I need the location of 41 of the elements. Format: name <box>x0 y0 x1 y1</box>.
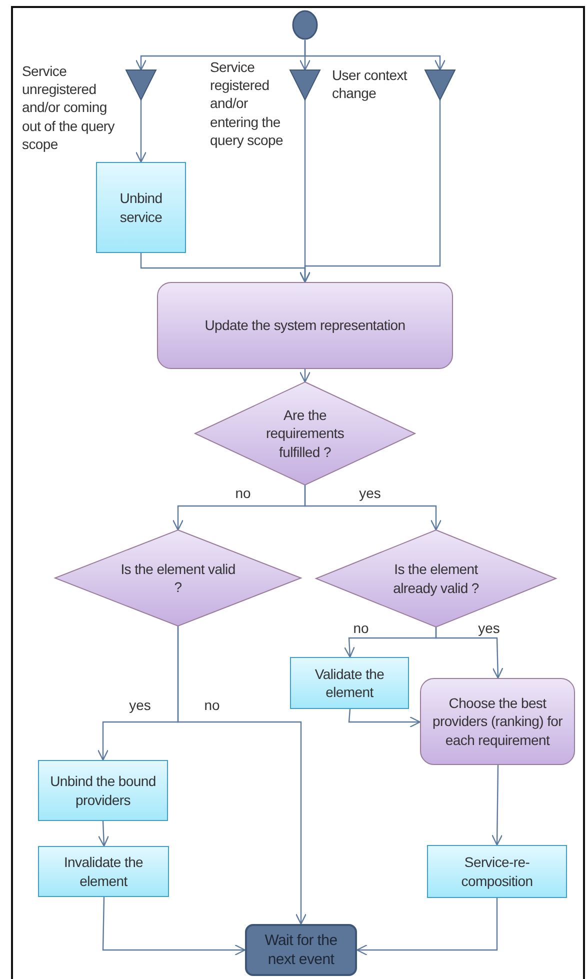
connector-arrow <box>356 898 498 956</box>
event-label: User context change <box>332 66 408 102</box>
node-text: Invalidate the element <box>62 853 144 890</box>
connector-arrow <box>299 100 441 283</box>
event-triangle <box>126 70 156 100</box>
node-text: Wait for the next event <box>264 930 338 970</box>
node-text: Update the system representation <box>204 316 406 335</box>
connector-arrow <box>348 708 421 728</box>
event-label: Service registered and/or entering the query scope <box>210 58 284 149</box>
connector-arrow <box>299 369 311 383</box>
node-text: Choose the best providers (ranking) for each requirement <box>431 694 564 749</box>
decision-diamond <box>195 382 415 485</box>
action-box <box>96 162 186 253</box>
connector-arrow <box>177 626 307 925</box>
node-text: Is the element already valid ? <box>392 560 480 597</box>
node-text: Are the requirements fulfilled ? <box>264 406 346 461</box>
action-box <box>427 845 567 898</box>
connector-arrow <box>135 100 147 163</box>
connector-arrow <box>435 627 504 679</box>
node-text: Is the element valid ? <box>120 560 236 596</box>
process-box <box>157 282 453 369</box>
event-triangle <box>290 70 320 100</box>
connector-arrow <box>492 765 503 846</box>
connector-arrow <box>304 485 442 531</box>
action-box <box>290 657 409 709</box>
end-box <box>245 924 357 976</box>
connector-arrow <box>304 40 446 71</box>
start-circle <box>292 10 318 40</box>
connector-arrow <box>98 820 110 847</box>
event-triangle <box>425 70 455 100</box>
connector-arrow <box>102 896 246 956</box>
action-box <box>38 760 168 821</box>
event-label: Service unregistered and/or coming out of the query scope <box>22 62 116 153</box>
node-text: Service-re-composition <box>460 853 534 890</box>
node-text: Unbind the bound providers <box>49 772 157 809</box>
node-text: Validate the element <box>314 664 386 702</box>
action-box <box>38 846 169 897</box>
node-text: Unbind service <box>118 189 164 226</box>
decision-diamond <box>55 530 301 626</box>
decision-diamond <box>316 530 556 627</box>
process-box <box>420 678 575 765</box>
